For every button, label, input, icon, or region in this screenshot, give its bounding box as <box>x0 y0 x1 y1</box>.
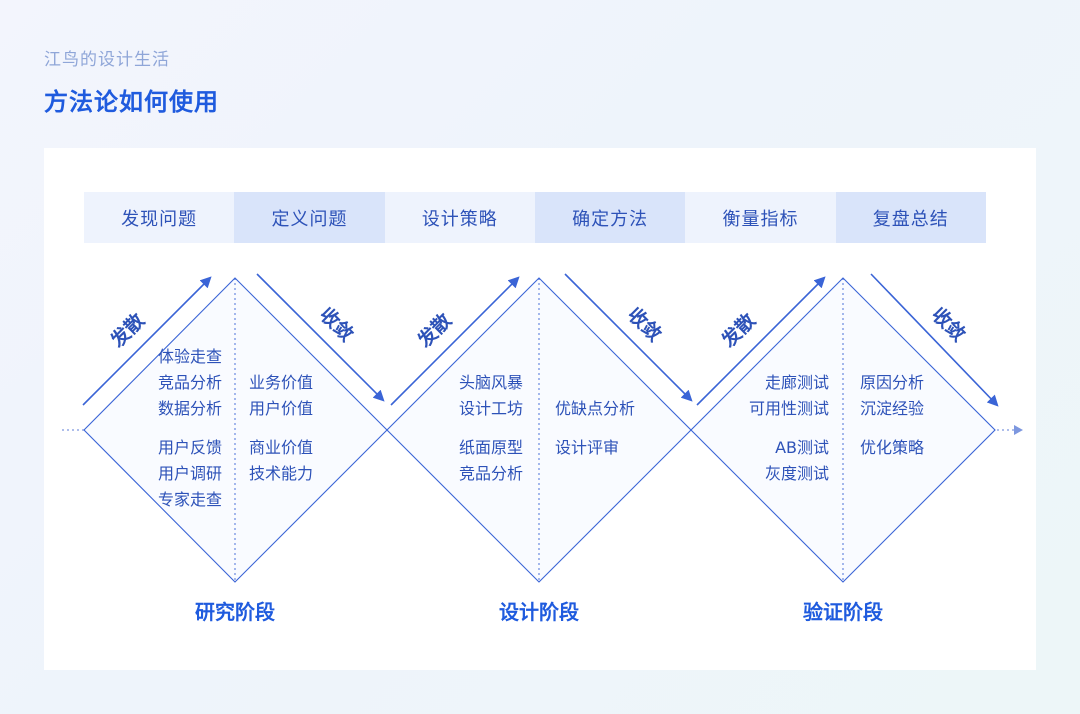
method-item: 技术能力 <box>249 464 313 483</box>
stage-strategy: 设计策略 <box>384 192 535 243</box>
method-item: 用户反馈 <box>158 438 222 457</box>
stage-metrics: 衡量指标 <box>685 192 836 243</box>
method-item: 沉淀经验 <box>860 399 924 418</box>
method-item: 用户价值 <box>249 399 313 418</box>
phase-name-design: 设计阶段 <box>499 600 579 624</box>
diverge-arrow-2 <box>390 276 520 406</box>
method-item: 头脑风暴 <box>459 373 523 392</box>
page-subtitle: 江鸟的设计生活 <box>44 50 170 70</box>
method-item: 可用性测试 <box>749 399 829 418</box>
method-item: 专家走查 <box>158 490 222 509</box>
diverge-arrow-1 <box>82 276 212 406</box>
method-item: 竞品分析 <box>158 373 222 392</box>
method-item: 纸面原型 <box>459 438 523 457</box>
stage-discover: 发现问题 <box>84 192 235 243</box>
stage-bar: 发现问题 定义问题 设计策略 确定方法 衡量指标 复盘总结 <box>84 192 986 243</box>
stage-method: 确定方法 <box>534 192 686 243</box>
diverge-label-3: 发散 <box>716 309 760 353</box>
method-item: 走廊测试 <box>765 373 829 392</box>
method-item: 商业价值 <box>249 438 313 457</box>
method-item: 灰度测试 <box>765 464 829 483</box>
method-item: 竞品分析 <box>459 464 523 483</box>
phase-name-validation: 验证阶段 <box>803 600 883 624</box>
diamond-validation <box>690 277 996 583</box>
method-item: 体验走查 <box>158 347 222 366</box>
phase-name-research: 研究阶段 <box>195 600 275 624</box>
method-item: 原因分析 <box>860 373 924 392</box>
diverge-arrow-3 <box>696 276 826 406</box>
method-item: 设计评审 <box>555 438 619 457</box>
stage-define: 定义问题 <box>234 192 385 243</box>
method-item: 优缺点分析 <box>555 399 635 418</box>
method-item: AB测试 <box>775 438 829 457</box>
converge-arrow-1 <box>256 273 385 402</box>
method-item: 用户调研 <box>158 464 222 483</box>
page-title: 方法论如何使用 <box>44 88 219 116</box>
method-item: 数据分析 <box>158 399 222 418</box>
method-item: 设计工坊 <box>459 399 523 418</box>
flow-arrows <box>82 273 999 407</box>
stage-review: 复盘总结 <box>835 192 986 243</box>
converge-arrow-3 <box>870 273 999 407</box>
method-item: 优化策略 <box>860 438 924 457</box>
converge-arrow-2 <box>564 273 693 402</box>
method-item: 业务价值 <box>249 373 313 392</box>
timeline-arrow-icon <box>1014 425 1023 435</box>
